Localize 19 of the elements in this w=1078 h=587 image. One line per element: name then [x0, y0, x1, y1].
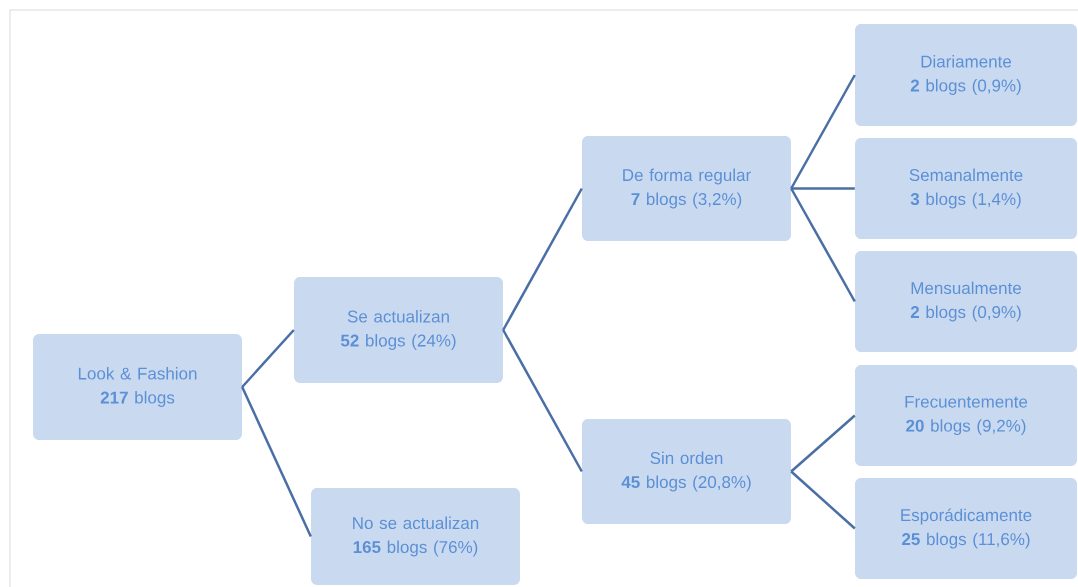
- connector-line: [502, 187, 583, 331]
- connector-line: [502, 329, 583, 473]
- category-box: Diariamente 2 blogs (0,9%): [855, 24, 1077, 126]
- connector-line: [790, 74, 856, 190]
- category-box: Look & Fashion 217 blogs: [33, 334, 242, 440]
- category-box: Esporádicamente 25 blogs (11,6%): [855, 478, 1077, 579]
- category-box: Frecuentemente 20 blogs (9,2%): [855, 365, 1077, 466]
- category-box: Sin orden 45 blogs (20,8%): [582, 419, 791, 524]
- connector-line: [790, 187, 856, 303]
- connector-line: [791, 187, 855, 190]
- category-box: De forma regular 7 blogs (3,2%): [582, 136, 791, 241]
- category-box: Mensualmente 2 blogs (0,9%): [855, 251, 1077, 352]
- connector-line: [241, 329, 295, 388]
- connector-line: [790, 470, 856, 530]
- category-box: No se actualizan 165 blogs (76%): [311, 488, 520, 585]
- category-box: Semanalmente 3 blogs (1,4%): [855, 138, 1077, 239]
- connector-line: [790, 414, 856, 473]
- connector-line: [241, 386, 312, 538]
- category-box: Se actualizan 52 blogs (24%): [294, 277, 503, 383]
